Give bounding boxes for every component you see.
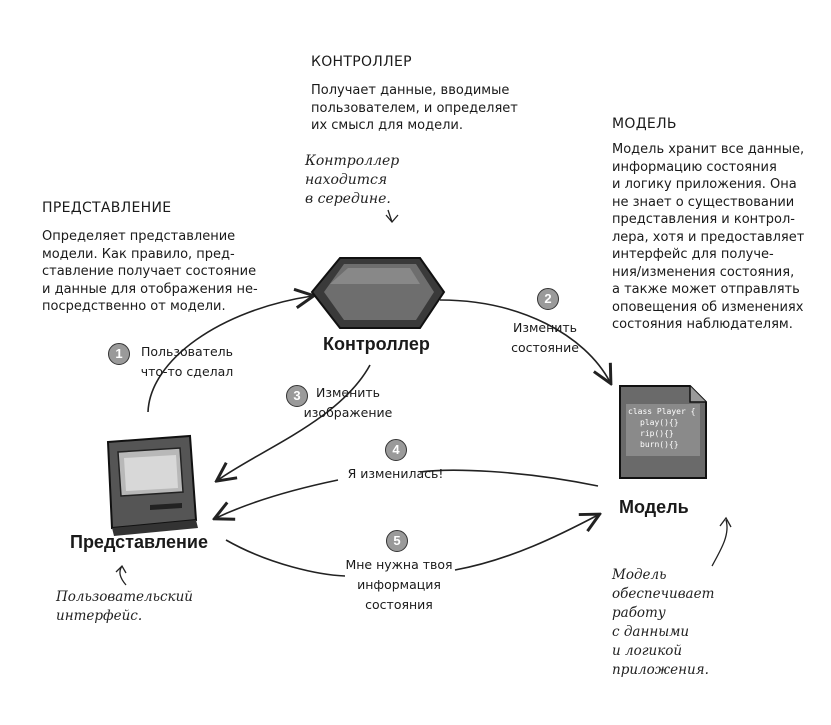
arrow-change-display bbox=[218, 364, 371, 480]
step-3-label: Изменить изображение bbox=[303, 385, 393, 420]
view-note: Пользовательский интерфейс. bbox=[56, 589, 193, 624]
code-line: play(){} bbox=[640, 418, 679, 427]
controller-heading: КОНТРОЛЛЕР bbox=[311, 54, 412, 70]
model-description: Модель хранит все данные, информацию сос… bbox=[612, 142, 805, 332]
arrow-request-state bbox=[225, 539, 346, 577]
code-line: rip(){} bbox=[640, 429, 674, 438]
controller-note: Контроллер находится в середине. bbox=[305, 153, 400, 207]
model-label: Модель bbox=[619, 497, 689, 517]
controller-shape bbox=[310, 257, 446, 329]
view-description: Определяет представление модели. Как пра… bbox=[42, 229, 258, 314]
view-computer-shape bbox=[106, 434, 198, 536]
step-2-badge: 2 bbox=[537, 288, 559, 310]
step-3-badge: 3 bbox=[286, 385, 308, 407]
view-heading: ПРЕДСТАВЛЕНИЕ bbox=[42, 200, 172, 216]
step-5-label: Мне нужна твоя информация состояния bbox=[345, 557, 453, 612]
code-line: burn(){} bbox=[640, 440, 679, 449]
model-note: Модель обеспечивает работу с данными и л… bbox=[612, 567, 715, 678]
controller-label: Контроллер bbox=[323, 334, 430, 354]
arrow-state-changed-tail bbox=[216, 479, 339, 518]
controller-description: Получает данные, вводимые пользователем,… bbox=[311, 83, 518, 133]
step-5-badge: 5 bbox=[386, 530, 408, 552]
view-label: Представление bbox=[70, 532, 208, 552]
note-pointer-controller bbox=[385, 209, 399, 223]
step-1-badge: 1 bbox=[108, 343, 130, 365]
arrow-user-action bbox=[147, 296, 312, 413]
model-document-shape bbox=[619, 385, 707, 479]
step-4-label: Я изменилась! bbox=[347, 466, 444, 481]
arrow-state-changed bbox=[419, 469, 599, 487]
model-code: class Player { play(){} rip(){} burn(){} bbox=[626, 406, 700, 450]
code-line: class Player { bbox=[628, 407, 696, 416]
arrow-change-state bbox=[439, 299, 610, 382]
step-4-badge: 4 bbox=[385, 439, 407, 461]
note-pointer-model bbox=[711, 516, 732, 567]
step-1-label: Пользователь что-то сделал bbox=[140, 344, 234, 379]
arrow-request-state-head bbox=[454, 515, 598, 571]
model-heading: МОДЕЛЬ bbox=[612, 116, 677, 132]
step-2-label: Изменить состояние bbox=[511, 320, 579, 355]
note-pointer-view bbox=[115, 564, 127, 586]
